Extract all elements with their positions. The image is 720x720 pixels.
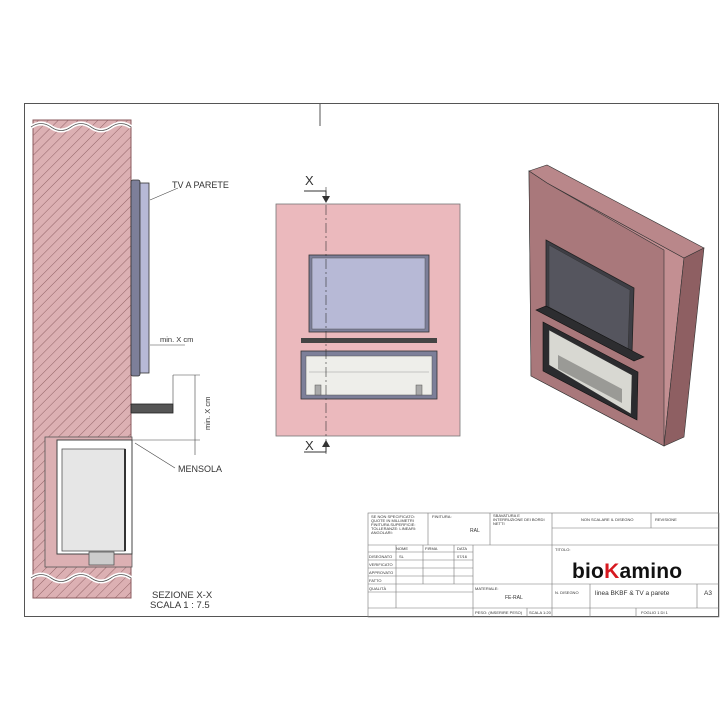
title-block: SE NON SPECIFICATO: QUOTE IN MILLIMETRI … <box>363 512 719 617</box>
tv-section-screen <box>139 182 150 374</box>
tb-deburr: SBAVATURA E INTERRUZIONE DEI BORDI NETTI <box>493 513 545 526</box>
tb-finish-label: FINITURA: <box>432 514 452 519</box>
iso-burner <box>558 355 622 403</box>
tb-row-drawn-date: 07/16 <box>457 554 468 559</box>
break-line-bottom-stroke <box>30 574 132 582</box>
min-cm-vertical: min. X cm <box>203 397 212 430</box>
tb-general-tolerances: SE NON SPECIFICATO: QUOTE IN MILLIMETRI … <box>371 514 417 535</box>
title-block-grid <box>367 512 720 618</box>
min-cm-horizontal: min. X cm <box>160 335 193 344</box>
tb-col-sign: FIRMA <box>425 546 438 551</box>
fireplace-base <box>88 551 115 566</box>
logo-part-k: K <box>604 560 620 583</box>
logo-part-amino: amino <box>619 560 683 583</box>
cut-arrowhead-bottom <box>322 440 330 447</box>
tb-sheet: FOGLIO 1 DI 1 <box>641 610 668 615</box>
tb-scale: SCALA 1:20 <box>529 610 551 615</box>
front-view: X X <box>275 173 461 457</box>
cut-label-bottom: X <box>305 438 314 453</box>
tb-material-label: MATERIALE: <box>475 586 499 591</box>
tb-title-label: TITOLO: <box>555 547 571 552</box>
mensola-label: MENSOLA <box>178 464 222 474</box>
biokamino-logo: bioKamino <box>572 560 682 584</box>
cut-arrow-top <box>304 190 327 199</box>
tb-weight: PESO: (INSERIRE PESO) <box>475 610 523 615</box>
tb-col-name: NOME <box>396 546 408 551</box>
section-title: SEZIONE X-X <box>152 590 213 601</box>
tb-finish-value: RAL <box>470 528 480 534</box>
cut-label-top: X <box>305 173 314 188</box>
drawing-sheet-border <box>24 103 719 617</box>
front-shelf <box>301 338 437 343</box>
cut-arrowhead-top <box>322 196 330 203</box>
front-tv-screen <box>311 257 426 330</box>
logo-part-bio: bio <box>572 560 605 583</box>
tb-row-drawn-name: SL <box>399 554 404 559</box>
tv-leader <box>149 187 179 201</box>
tb-revision: REVISIONE <box>655 517 677 522</box>
front-foot-right <box>415 384 423 396</box>
mensola-leader <box>134 442 176 469</box>
fireplace-glass <box>61 448 126 552</box>
tb-drawing-title: linea BKBF & TV a parete <box>595 590 670 597</box>
tb-row-checked: VERIFICATO <box>369 562 393 567</box>
tb-no-scale: NON SCALARE IL DISEGNO <box>581 517 634 522</box>
mensola-shelf <box>130 403 174 414</box>
tb-drawing-no-label: N. DISEGNO <box>555 590 579 595</box>
front-foot-left <box>314 384 322 396</box>
iso-shelf <box>535 305 645 362</box>
tv-label: TV A PARETE <box>172 180 229 190</box>
front-fireplace-opening <box>305 355 433 396</box>
tb-col-date: DATA <box>457 546 468 551</box>
tb-size: A3 <box>704 590 712 597</box>
section-scale: SCALA 1 : 7.5 <box>150 600 210 611</box>
section-view: TV A PARETE min. X cm min. X cm MENSOLA … <box>29 119 229 611</box>
tb-row-quality: QUALITÀ <box>369 586 387 591</box>
tv-section <box>130 179 141 377</box>
isometric-view <box>528 164 705 447</box>
iso-wall-side <box>663 247 705 447</box>
tb-row-drawn: DISEGNATO <box>369 554 393 559</box>
tb-row-manuf: FATTO <box>369 578 382 583</box>
break-line-top-stroke <box>30 123 132 131</box>
tb-material-value: FE-RAL <box>505 595 523 601</box>
tb-row-approved: APPROVATO <box>369 570 394 575</box>
